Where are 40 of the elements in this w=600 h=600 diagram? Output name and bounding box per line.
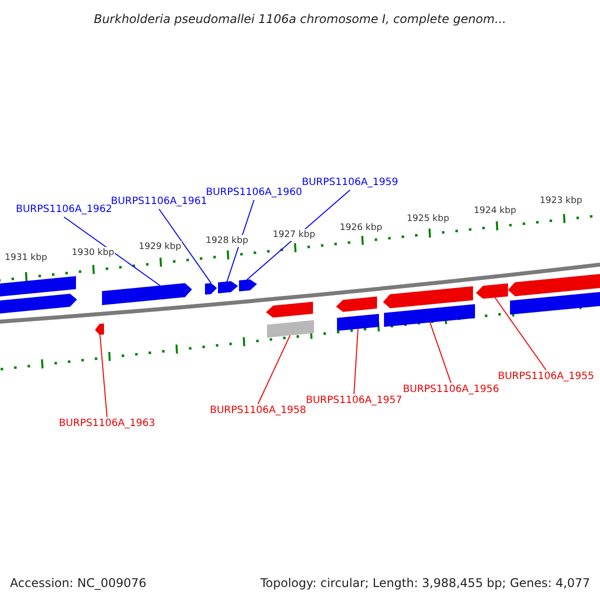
- scale-label: 1927 kbp: [272, 229, 316, 241]
- title: Burkholderia pseudomallei 1106a chromosome I, complete genom...: [92, 11, 508, 28]
- scale-label: 1930 kbp: [70, 247, 116, 259]
- gene-feature: [95, 323, 104, 335]
- gene-feature: [0, 276, 76, 297]
- gene-feature: [0, 294, 77, 314]
- accession-text: Accession: NC_009076: [10, 575, 146, 592]
- gene-label: BURPS1106A_1956: [386, 383, 516, 397]
- summary-text: Topology: circular; Length: 3,988,455 bp; Genes: 4,077: [260, 575, 590, 592]
- scale-label: 1923 kbp: [538, 195, 584, 207]
- scale-label: 1928 kbp: [204, 235, 250, 247]
- leader-line: [64, 216, 160, 286]
- gene-feature: [266, 302, 313, 318]
- gene-feature: [383, 286, 473, 308]
- leader-line: [246, 190, 350, 280]
- gene-feature: [510, 292, 600, 315]
- scale-label: 1924 kbp: [472, 205, 518, 217]
- leader-line: [354, 328, 358, 394]
- gene-label: BURPS1106A_1955: [481, 370, 600, 384]
- leader-line: [494, 297, 546, 370]
- gene-label: BURPS1106A_1963: [42, 417, 172, 431]
- leader-line: [100, 334, 108, 418]
- gene-feature: [205, 283, 217, 295]
- scale-label: 1925 kbp: [406, 213, 450, 225]
- gene-feature: [337, 314, 379, 331]
- leader-line: [158, 208, 212, 284]
- gene-feature: [267, 320, 314, 338]
- leader-line: [258, 334, 290, 404]
- gene-label: BURPS1106A_1958: [193, 404, 323, 418]
- leader-line: [430, 322, 452, 384]
- gene-feature: [336, 296, 377, 312]
- scale-label: 1929 kbp: [138, 241, 182, 253]
- gene-feature: [476, 283, 508, 299]
- gene-feature: [384, 304, 475, 327]
- scale-label: 1931 kbp: [4, 252, 48, 264]
- scale-label: 1926 kbp: [338, 222, 384, 234]
- gene-feature: [102, 283, 192, 306]
- gene-feature: [239, 279, 257, 292]
- gene-feature: [218, 281, 238, 294]
- gene-label: BURPS1106A_1962: [0, 203, 129, 217]
